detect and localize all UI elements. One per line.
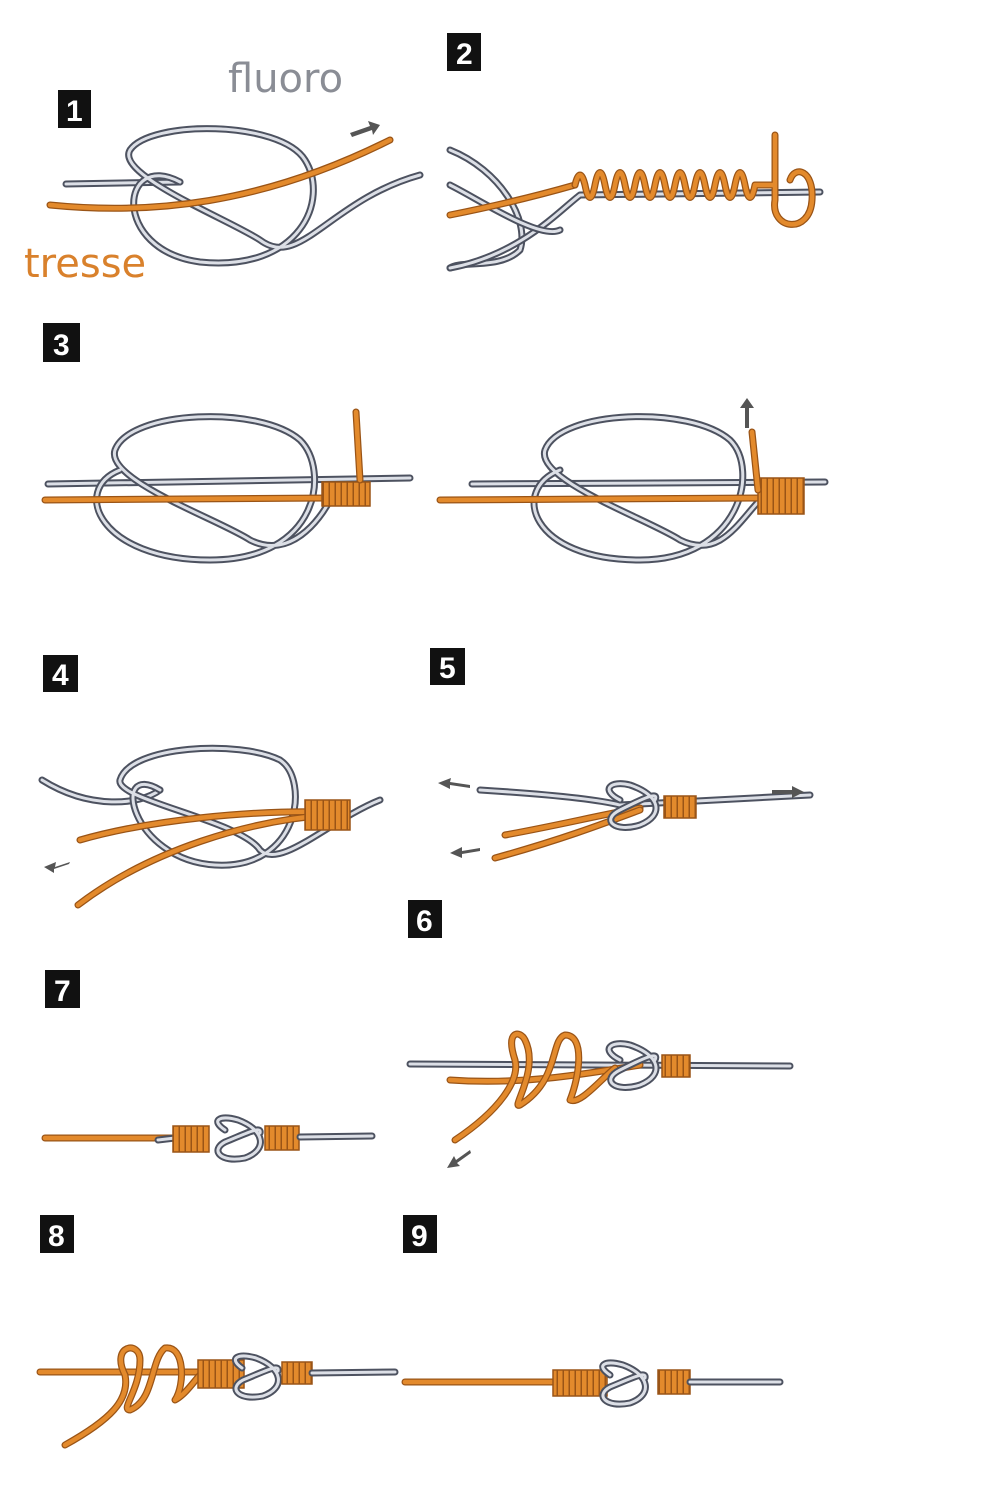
step-6-illustration — [406, 1030, 794, 1168]
pull-left-arrow-icon — [438, 778, 470, 789]
tresse-label: tresse — [24, 241, 146, 287]
svg-text:3: 3 — [53, 329, 70, 362]
fluoro-line — [234, 1354, 280, 1399]
svg-text:5: 5 — [439, 652, 456, 685]
braid-line — [77, 809, 333, 843]
braid-line — [447, 182, 578, 218]
pull-arrow-icon — [350, 121, 380, 137]
fluoro-line — [95, 415, 332, 562]
svg-text:6: 6 — [416, 905, 433, 938]
braid-line — [62, 1345, 203, 1448]
step-7-illustration — [41, 1114, 376, 1163]
braid-line — [437, 495, 763, 503]
svg-text:4: 4 — [52, 659, 69, 692]
step-badge-5: 5 — [430, 648, 465, 685]
step-1-illustration — [46, 121, 424, 267]
fluoro-label: fluoro — [228, 56, 343, 102]
step-3a-illustration — [41, 408, 414, 564]
svg-text:8: 8 — [48, 1220, 65, 1253]
fluoro-line — [601, 1361, 647, 1406]
step-badge-7: 7 — [45, 970, 80, 1008]
braid-line — [47, 137, 393, 211]
fluoro-line — [127, 127, 422, 265]
svg-text:2: 2 — [456, 38, 473, 71]
fluoro-line — [408, 1062, 792, 1068]
step-2-illustration — [446, 131, 824, 272]
fluoro-line — [46, 476, 412, 486]
fluoro-line — [478, 788, 812, 807]
fluoro-line — [298, 1134, 374, 1139]
step-badge-3: 3 — [43, 323, 80, 362]
step-8-illustration — [36, 1344, 399, 1449]
step-badge-2: 2 — [447, 33, 481, 71]
step-5-illustration — [438, 778, 814, 862]
step-9-illustration — [401, 1359, 784, 1408]
fluoro-line — [532, 415, 762, 562]
step-badge-9: 9 — [403, 1215, 437, 1253]
step-badge-6: 6 — [408, 900, 442, 938]
braid-line — [353, 409, 363, 483]
fluoro-line — [607, 782, 658, 829]
step-badge-4: 4 — [43, 655, 78, 692]
fluoro-line — [40, 778, 162, 804]
braid-line — [492, 807, 643, 861]
step-3b-illustration — [436, 398, 829, 564]
pull-up-arrow-icon — [740, 398, 754, 428]
fluoro-line — [216, 1116, 262, 1161]
svg-text:9: 9 — [411, 1220, 428, 1253]
braid-line — [452, 1031, 618, 1143]
pull-arrow-icon — [447, 1150, 471, 1168]
step-4-illustration — [38, 744, 384, 909]
braid-line — [75, 812, 333, 908]
pull-right-arrow-icon — [772, 786, 804, 798]
fluoro-line — [607, 1042, 658, 1089]
svg-text:1: 1 — [66, 95, 83, 128]
fluoro-line — [156, 1136, 177, 1142]
pull-arrow-icon — [44, 862, 70, 873]
fluoro-line — [448, 183, 562, 234]
braid-line — [42, 495, 333, 503]
step-badge-1: 1 — [58, 90, 91, 128]
fluoro-line — [64, 180, 182, 186]
svg-text:7: 7 — [54, 975, 71, 1008]
braid-line — [572, 132, 815, 227]
fluoro-line — [310, 1370, 397, 1375]
braid-line — [749, 429, 761, 493]
pull-left-arrow-icon — [450, 847, 480, 858]
step-badge-8: 8 — [40, 1215, 74, 1253]
